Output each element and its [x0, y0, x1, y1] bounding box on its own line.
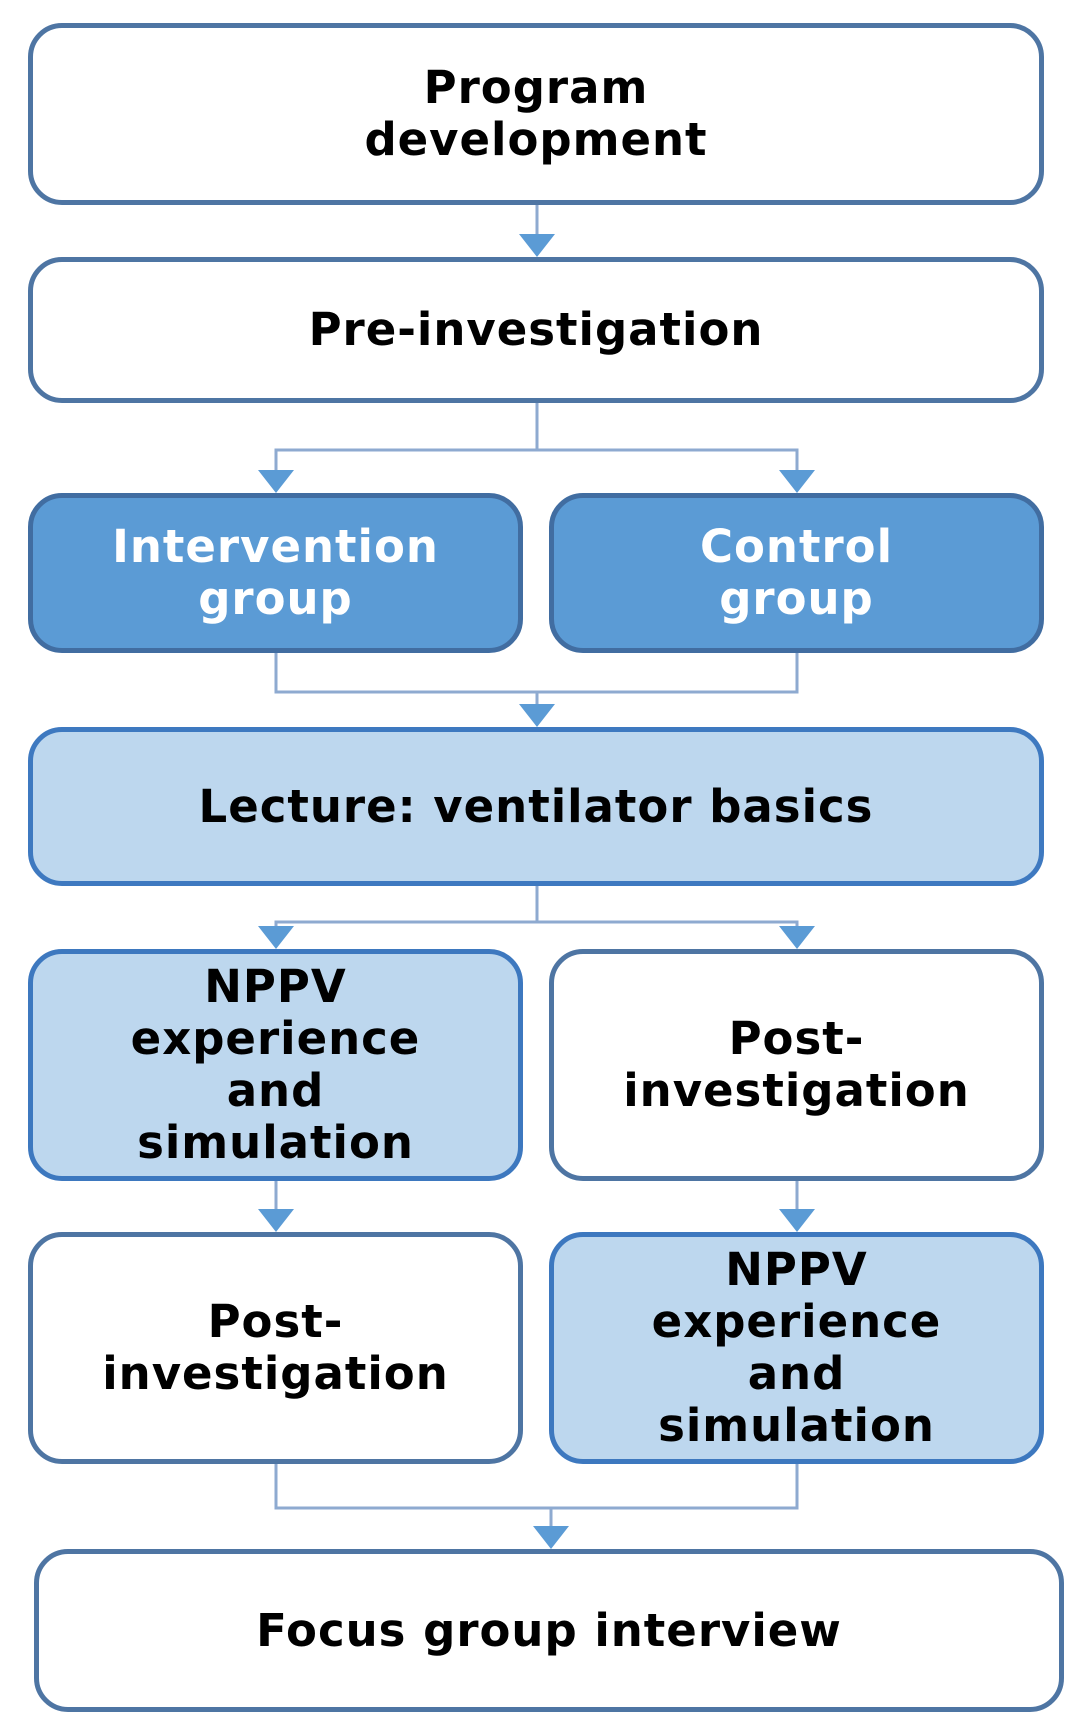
edge-lecture-post-right: [537, 920, 799, 928]
node-lecture-ventilator-basics: Lecture: ventilator basics: [28, 727, 1044, 886]
edge-bottom-merge: [274, 1464, 799, 1510]
node-control-group: Control group: [549, 493, 1044, 653]
node-label: Control group: [699, 520, 894, 625]
node-label: NPPV experience and simulation: [651, 1243, 942, 1452]
edge-pre-control: [537, 448, 799, 470]
edge-groups-lecture: [274, 653, 799, 694]
node-nppv-experience-intervention: NPPV experience and simulation: [28, 949, 523, 1181]
edge-lecture-nppv-left: [274, 886, 539, 928]
node-focus-group-interview: Focus group interview: [34, 1549, 1064, 1712]
arrowhead-nppv-left: [258, 926, 294, 949]
node-post-investigation-control: Post-investigation: [549, 949, 1044, 1181]
arrowhead-pre: [519, 234, 555, 257]
node-nppv-experience-control: NPPV experience and simulation: [549, 1232, 1044, 1464]
arrowhead-focus: [533, 1526, 569, 1549]
node-label: Post-investigation: [102, 1295, 449, 1400]
node-label: NPPV experience and simulation: [130, 960, 421, 1169]
edge-pre-groups: [274, 403, 539, 470]
arrowhead-post-right: [779, 926, 815, 949]
arrowhead-control: [779, 470, 815, 493]
node-label: Program development: [364, 61, 708, 166]
node-label: Post-investigation: [623, 1012, 970, 1117]
node-label: Pre-investigation: [308, 303, 764, 356]
node-intervention-group: Intervention group: [28, 493, 523, 653]
node-label: Focus group interview: [256, 1603, 842, 1657]
node-pre-investigation: Pre-investigation: [28, 257, 1044, 403]
node-post-investigation-intervention: Post-investigation: [28, 1232, 523, 1464]
arrowhead-intervention: [258, 470, 294, 493]
arrowhead-lecture: [519, 704, 555, 727]
node-program-development: Program development: [28, 23, 1044, 205]
arrowhead-post-left: [258, 1209, 294, 1232]
node-label: Lecture: ventilator basics: [198, 779, 874, 833]
node-label: Intervention group: [112, 520, 439, 625]
arrowhead-nppv-right: [779, 1209, 815, 1232]
